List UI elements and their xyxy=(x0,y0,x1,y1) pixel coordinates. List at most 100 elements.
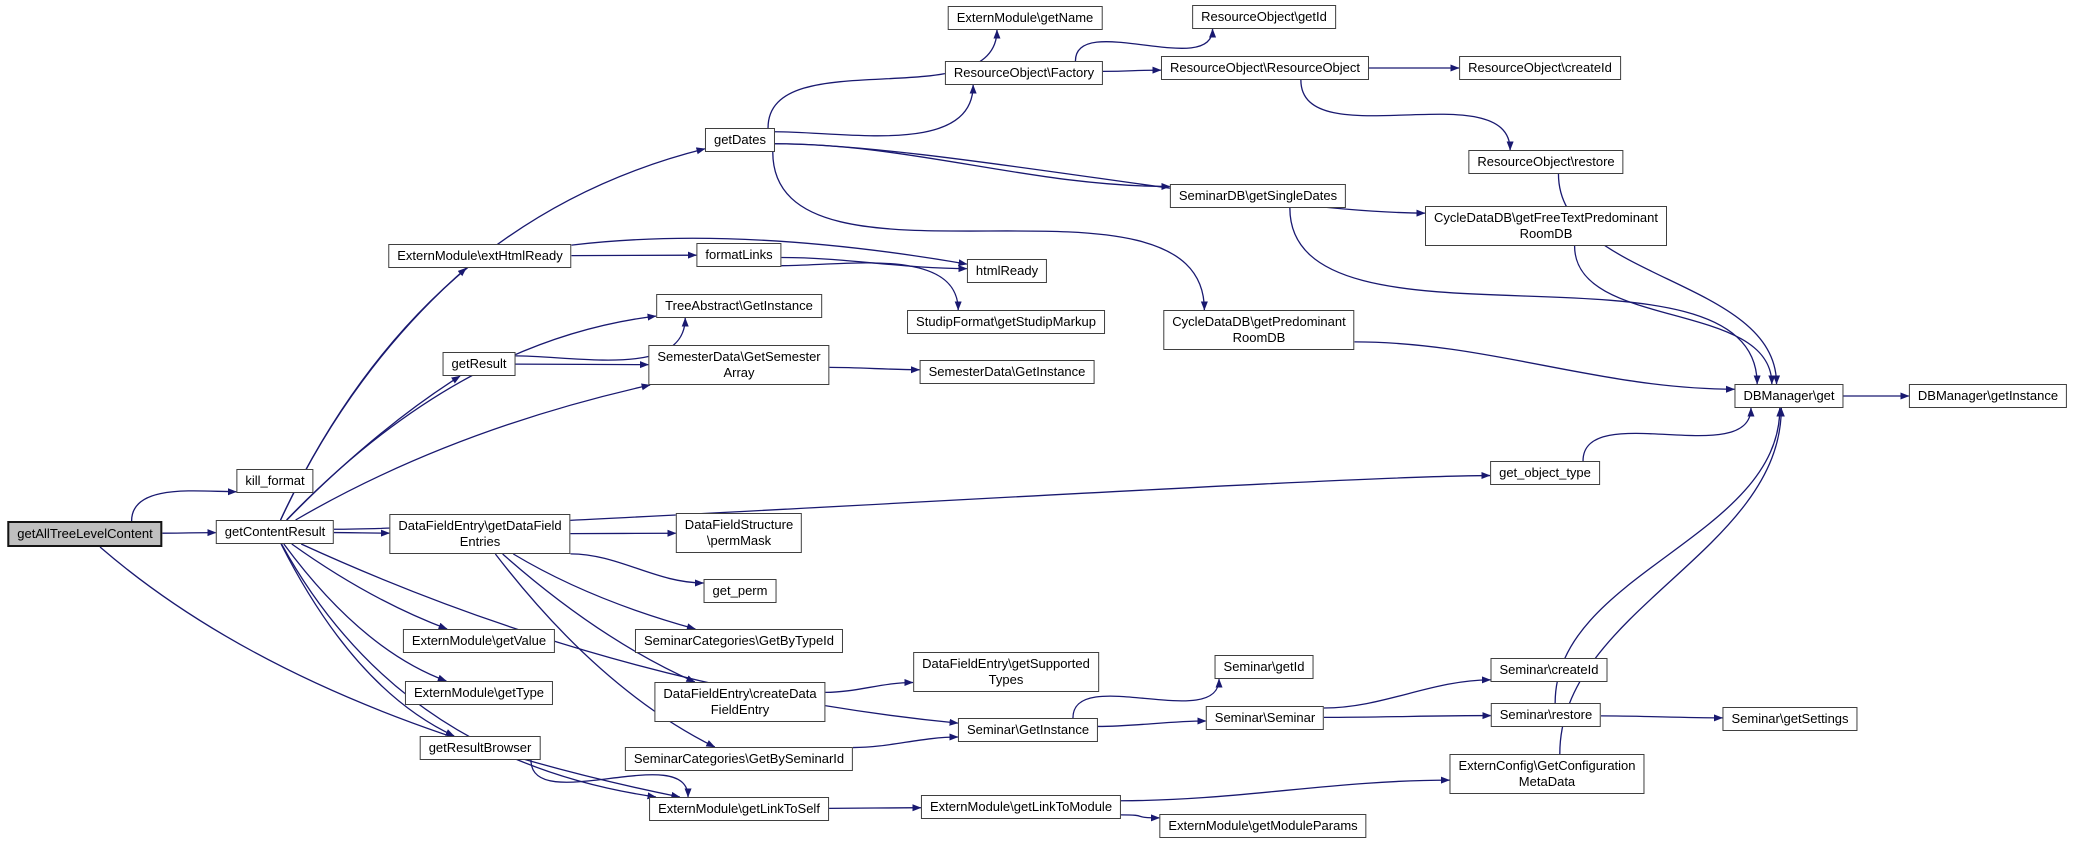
graph-node-getResultBrowser[interactable]: getResultBrowser xyxy=(419,736,541,760)
graph-node-label: DBManager\get xyxy=(1743,388,1835,403)
graph-node-seminarCreateId[interactable]: Seminar\createId xyxy=(1490,658,1608,682)
graph-node-label: htmlReady xyxy=(975,263,1039,278)
graph-node-label: getDates xyxy=(713,132,767,147)
call-edge-getDates-to-emGetName xyxy=(767,29,1001,129)
graph-node-label: MetaData xyxy=(1518,774,1576,789)
call-edge-getDates-to-cdPred xyxy=(772,151,1208,311)
graph-node-label: Seminar\Seminar xyxy=(1214,710,1316,725)
graph-node-getPerm[interactable]: get_perm xyxy=(703,579,777,603)
graph-node-label: ResourceObject\Factory xyxy=(953,65,1095,80)
graph-node-label: Seminar\restore xyxy=(1499,707,1593,722)
call-edge-getContentResult-to-treeGetInstance xyxy=(286,313,657,521)
graph-node-label: Seminar\getId xyxy=(1223,659,1305,674)
graph-node-semGetId[interactable]: Seminar\getId xyxy=(1214,655,1314,679)
graph-node-roRO[interactable]: ResourceObject\ResourceObject xyxy=(1160,56,1370,80)
graph-node-emLinkToSelf[interactable]: ExternModule\getLinkToSelf xyxy=(649,797,829,821)
call-edge-dfeEntries-to-getPerm xyxy=(570,553,704,587)
graph-node-label: DataFieldEntry\getDataField xyxy=(398,518,562,533)
graph-node-roFactory[interactable]: ResourceObject\Factory xyxy=(944,61,1104,85)
graph-node-label: getAllTreeLevelContent xyxy=(17,526,153,541)
call-edge-getDates-to-cdFree xyxy=(774,143,1426,217)
call-edge-dfeEntries-to-scBySeminarId xyxy=(494,553,716,748)
graph-node-getObjectType[interactable]: get_object_type xyxy=(1490,461,1600,485)
call-edge-getContentResult-to-emGetType xyxy=(283,543,447,682)
graph-node-label: StudipFormat\getStudipMarkup xyxy=(916,314,1096,329)
graph-node-label: Types xyxy=(988,672,1024,687)
call-edge-seminarSeminar-to-seminarRestore xyxy=(1323,712,1492,720)
call-edge-getResult-to-treeGetInstance xyxy=(515,317,689,361)
graph-node-label: getResult xyxy=(451,356,507,371)
graph-node-htmlReady[interactable]: htmlReady xyxy=(966,259,1048,283)
graph-node-label: FieldEntry xyxy=(710,702,770,717)
graph-node-formatLinks[interactable]: formatLinks xyxy=(696,243,782,267)
call-edge-root-to-killFormat xyxy=(130,488,237,522)
graph-node-label: DataFieldStructure xyxy=(684,517,794,532)
graph-node-getResult[interactable]: getResult xyxy=(442,352,516,376)
call-edge-seminarSeminar-to-seminarCreateId xyxy=(1323,676,1491,709)
call-edge-scBySeminarId-to-seminarGetInstance xyxy=(852,733,959,749)
graph-node-studipMarkup[interactable]: StudipFormat\getStudipMarkup xyxy=(907,310,1105,334)
graph-node-emGetType[interactable]: ExternModule\getType xyxy=(404,681,554,705)
graph-node-label: DBManager\getInstance xyxy=(1917,388,2059,403)
graph-node-label: TreeAbstract\GetInstance xyxy=(665,298,813,313)
graph-node-dbmGet[interactable]: DBManager\get xyxy=(1734,384,1844,408)
call-edge-getResult-to-semArray xyxy=(515,361,649,369)
graph-node-killFormat[interactable]: kill_format xyxy=(236,469,314,493)
graph-node-emLinkToModule[interactable]: ExternModule\getLinkToModule xyxy=(920,795,1122,819)
call-edge-emLinkToSelf-to-emLinkToModule xyxy=(828,804,922,812)
graph-node-dbmGetInstance[interactable]: DBManager\getInstance xyxy=(1908,384,2068,408)
call-edge-cdFree-to-dbmGet xyxy=(1573,245,1776,385)
graph-node-label: ExternModule\getType xyxy=(413,685,545,700)
call-edge-getContentResult-to-seminarGetInstance xyxy=(300,543,959,726)
call-edge-getObjectType-to-dbmGet xyxy=(1582,407,1755,462)
graph-node-seminarGetInstance[interactable]: Seminar\GetInstance xyxy=(957,718,1099,742)
graph-node-seminarGetSettings[interactable]: Seminar\getSettings xyxy=(1722,707,1858,731)
graph-node-label: ExternModule\getValue xyxy=(411,633,547,648)
graph-node-sdbSingle[interactable]: SeminarDB\getSingleDates xyxy=(1169,184,1347,208)
call-edge-seminarRestore-to-dbmGet xyxy=(1554,407,1784,704)
graph-node-dfsPermMask[interactable]: DataFieldStructure\permMask xyxy=(675,513,803,553)
graph-node-label: DataFieldEntry\createData xyxy=(663,686,817,701)
graph-node-label: getContentResult xyxy=(224,524,326,539)
graph-node-treeGetInstance[interactable]: TreeAbstract\GetInstance xyxy=(656,294,822,318)
graph-node-label: get_object_type xyxy=(1499,465,1591,480)
call-edge-getContentResult-to-getResultBrowser xyxy=(280,543,455,737)
graph-node-label: ExternModule\getModuleParams xyxy=(1168,818,1358,833)
graph-node-scBySeminarId[interactable]: SeminarCategories\GetBySeminarId xyxy=(624,747,854,771)
graph-node-roGetId[interactable]: ResourceObject\getId xyxy=(1192,5,1336,29)
graph-node-semGetInstance[interactable]: SemesterData\GetInstance xyxy=(919,360,1095,384)
graph-node-getContentResult[interactable]: getContentResult xyxy=(215,520,335,544)
call-edge-getDates-to-roFactory xyxy=(774,84,977,137)
call-edge-dfeCreate-to-dfeSupported xyxy=(825,678,914,694)
graph-node-label: SeminarDB\getSingleDates xyxy=(1178,188,1338,203)
call-edge-roRO-to-roRestore xyxy=(1300,79,1514,151)
graph-node-getDates[interactable]: getDates xyxy=(704,128,776,152)
call-edge-getContentResult-to-semArray xyxy=(295,383,651,521)
graph-node-seminarRestore[interactable]: Seminar\restore xyxy=(1490,703,1602,727)
call-edge-root-to-getContentResult xyxy=(162,529,217,537)
call-edge-dfeEntries-to-dfeCreate xyxy=(502,553,696,683)
graph-node-emExtHtml[interactable]: ExternModule\extHtmlReady xyxy=(388,244,572,268)
graph-node-seminarSeminar[interactable]: Seminar\Seminar xyxy=(1205,706,1325,730)
graph-node-roRestore[interactable]: ResourceObject\restore xyxy=(1468,150,1624,174)
graph-node-scByTypeId[interactable]: SeminarCategories\GetByTypeId xyxy=(634,629,844,653)
graph-node-label: Entries xyxy=(459,534,501,549)
graph-node-label: SeminarCategories\GetByTypeId xyxy=(643,633,835,648)
graph-node-label: Seminar\getSettings xyxy=(1731,711,1849,726)
call-edge-getContentResult-to-dfeEntries xyxy=(333,529,390,537)
call-edge-emLinkToModule-to-externConfig xyxy=(1120,776,1450,802)
graph-node-emGetName[interactable]: ExternModule\getName xyxy=(947,6,1103,30)
call-edge-sdbSingle-to-dbmGet xyxy=(1289,207,1761,385)
graph-node-roCreateId[interactable]: ResourceObject\createId xyxy=(1459,56,1621,80)
graph-node-emModuleParams[interactable]: ExternModule\getModuleParams xyxy=(1159,814,1367,838)
graph-node-emGetValue[interactable]: ExternModule\getValue xyxy=(402,629,556,653)
